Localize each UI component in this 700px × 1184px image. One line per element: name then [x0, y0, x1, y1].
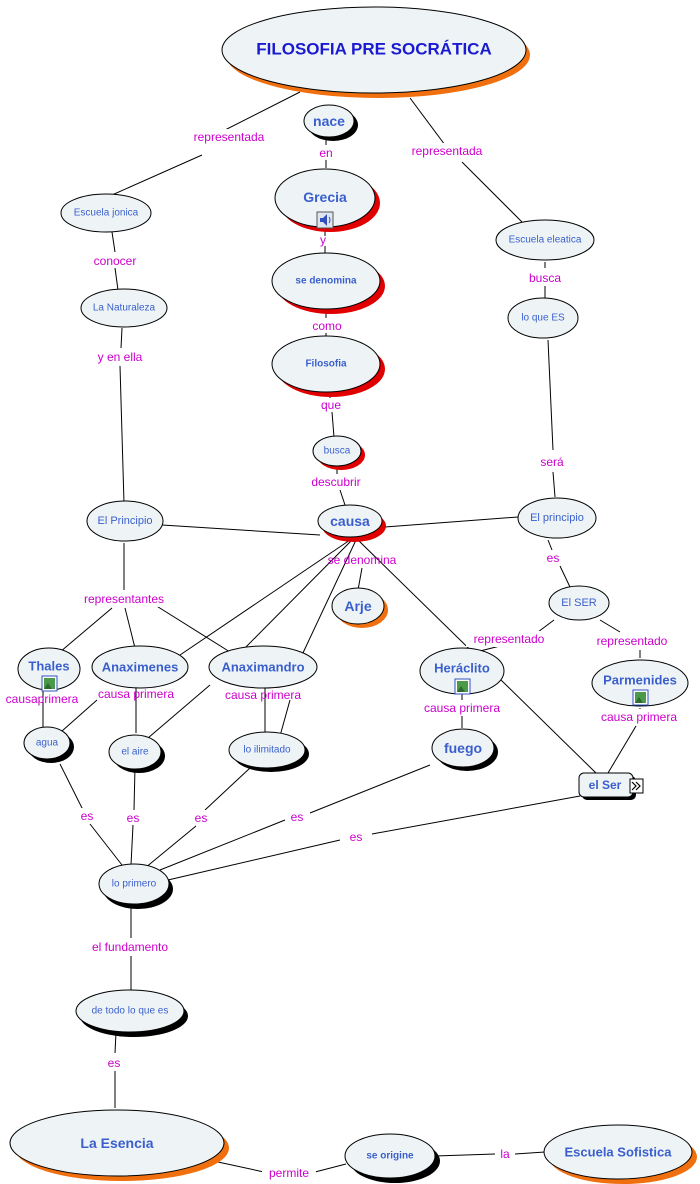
link-label-como: como: [312, 319, 342, 333]
node-agua[interactable]: [23, 726, 71, 760]
node-anaximandro[interactable]: [208, 645, 318, 689]
link-label-es: es: [291, 810, 304, 824]
link-label-causaprimera: causaprimera: [6, 692, 79, 706]
link-label-representado: representado: [474, 632, 545, 646]
svg-text:el aire: el aire: [121, 747, 149, 758]
svg-text:se origine: se origine: [366, 1151, 414, 1162]
svg-text:Parmenides: Parmenides: [603, 673, 677, 688]
node-busca[interactable]: [312, 435, 362, 467]
link-label-conocer: conocer: [94, 254, 137, 268]
link-label-permite: permite: [269, 1166, 309, 1180]
node-de-todo-lo-que-es[interactable]: [75, 989, 185, 1033]
svg-text:lo ilimitado: lo ilimitado: [243, 745, 291, 756]
link-label-causa-primera: causa primera: [225, 688, 301, 702]
svg-text:Escuela Sofistica: Escuela Sofistica: [565, 1145, 673, 1160]
link-label-es: es: [547, 551, 560, 565]
svg-text:lo que ES: lo que ES: [521, 313, 565, 324]
node-lo-primero[interactable]: [98, 863, 170, 905]
svg-text:nace: nace: [313, 113, 345, 129]
node-la-esencia[interactable]: [9, 1109, 225, 1177]
svg-text:Arje: Arje: [344, 598, 371, 614]
svg-text:Anaximenes: Anaximenes: [102, 660, 179, 675]
link-label-causa-primera: causa primera: [424, 701, 500, 715]
page-title: FILOSOFIA PRE SOCRÁTICA: [256, 40, 492, 59]
link-label-y-en-ella: y en ella: [98, 350, 143, 364]
speaker-icon[interactable]: [316, 211, 334, 229]
svg-text:Thales: Thales: [28, 659, 69, 674]
link-label-representada: representada: [194, 130, 265, 144]
svg-text:Filosofia: Filosofia: [305, 359, 347, 370]
link-labels: representada representada en y como que …: [6, 129, 686, 1181]
image-icon[interactable]: [632, 689, 649, 706]
svg-text:El SER: El SER: [561, 597, 597, 609]
link-label-causa-primera: causa primera: [98, 687, 174, 701]
node-escuela-eleatica[interactable]: [495, 219, 595, 261]
link-label-es: es: [350, 830, 363, 844]
node-lo-que-es[interactable]: [507, 297, 579, 339]
svg-text:Heráclito: Heráclito: [434, 661, 490, 676]
node-fuego[interactable]: [431, 728, 495, 768]
svg-text:lo primero: lo primero: [112, 879, 157, 890]
svg-text:agua: agua: [36, 738, 59, 749]
svg-text:Escuela jonica: Escuela jonica: [74, 208, 139, 219]
svg-text:La Esencia: La Esencia: [80, 1135, 153, 1151]
node-escuela-sofistica[interactable]: [543, 1124, 693, 1180]
link-label-es: es: [108, 1056, 121, 1070]
node-escuela-jonica[interactable]: [60, 193, 152, 233]
node-causa[interactable]: [317, 504, 383, 538]
link-label-busca: busca: [529, 271, 561, 285]
node-anaximenes[interactable]: [91, 645, 189, 689]
link-label-es: es: [81, 809, 94, 823]
node-parmenides[interactable]: [591, 659, 689, 707]
link-label-en: en: [319, 146, 332, 160]
svg-text:busca: busca: [324, 446, 351, 457]
link-label-se-denomina: se denomina: [328, 553, 397, 567]
svg-text:fuego: fuego: [444, 740, 482, 756]
link-label-sera: será: [540, 455, 564, 469]
node-nace[interactable]: [303, 104, 355, 138]
link-label-es: es: [127, 811, 140, 825]
svg-text:de todo lo que es: de todo lo que es: [92, 1006, 169, 1017]
image-icon[interactable]: [41, 675, 58, 692]
svg-text:La Naturaleza: La Naturaleza: [93, 303, 156, 314]
image-icon[interactable]: [454, 678, 471, 695]
nodes: FILOSOFIA PRE SOCRÁTICA nace Grecia se d…: [9, 6, 697, 1184]
link-label-es: es: [195, 811, 208, 825]
node-filosofia[interactable]: [271, 335, 381, 393]
link-label-representantes: representantes: [84, 592, 164, 606]
link-label-el-fundamento: el fundamento: [92, 940, 168, 954]
double-chevron-right-icon[interactable]: [629, 778, 644, 794]
node-el-principio[interactable]: [86, 500, 164, 542]
title-node[interactable]: [221, 6, 527, 94]
node-se-origine[interactable]: [344, 1133, 436, 1179]
link-label-que: que: [321, 398, 341, 412]
link-label-y: y: [320, 233, 326, 247]
svg-text:Anaximandro: Anaximandro: [221, 660, 304, 675]
link-label-descubrir: descubrir: [311, 475, 360, 489]
node-arje[interactable]: [331, 587, 385, 625]
node-el-ser-upper[interactable]: [548, 585, 610, 621]
node-la-naturaleza[interactable]: [80, 288, 168, 328]
svg-text:el Ser: el Ser: [589, 778, 622, 792]
svg-text:El principio: El principio: [530, 512, 584, 524]
svg-text:Grecia: Grecia: [303, 189, 347, 205]
svg-text:se denomina: se denomina: [295, 276, 357, 287]
link-label-la: la: [500, 1147, 510, 1161]
svg-text:causa: causa: [330, 513, 370, 529]
svg-text:Escuela eleatica: Escuela eleatica: [509, 235, 582, 246]
node-se-denomina[interactable]: [271, 252, 381, 310]
node-el-aire[interactable]: [108, 734, 162, 770]
link-label-representada: representada: [412, 144, 483, 158]
node-lo-ilimitado[interactable]: [228, 731, 306, 769]
node-el-principio-right[interactable]: [517, 497, 597, 539]
link-label-causa-primera: causa primera: [601, 710, 677, 724]
svg-text:El Principio: El Principio: [97, 515, 152, 527]
link-label-representado: representado: [597, 634, 668, 648]
